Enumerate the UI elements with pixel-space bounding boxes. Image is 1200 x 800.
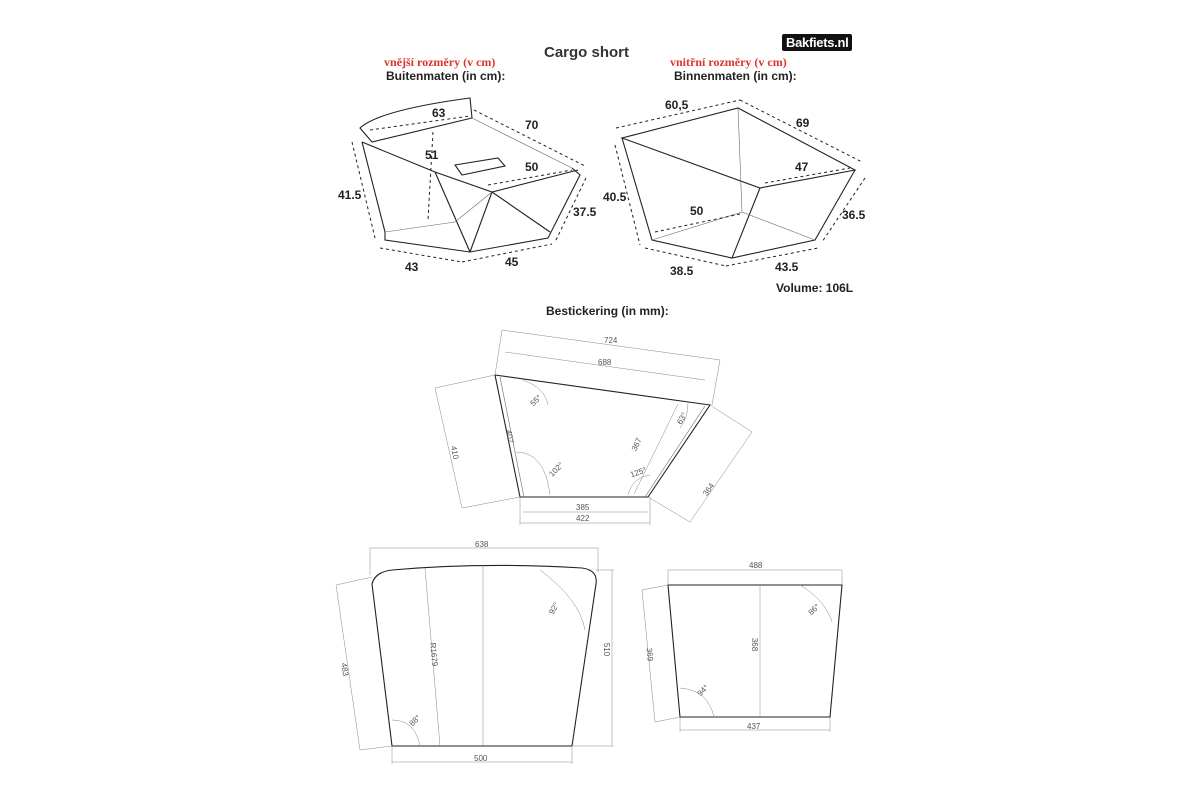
front-dim-368: 368 <box>750 637 760 652</box>
front-panel-drawing <box>641 569 843 732</box>
dim-inner-40-5 <box>614 144 641 246</box>
back-dim-r1679: R1679 <box>428 642 440 667</box>
inner-dim-40-5: 40.5 <box>603 190 627 204</box>
inner-label-nl: Binnenmaten (in cm): <box>674 69 797 83</box>
angle-arc-94 <box>679 687 715 718</box>
dim-724-line <box>494 329 721 406</box>
angle-arc-125 <box>627 474 651 496</box>
side-dim-688: 688 <box>598 358 612 367</box>
side-dim-724: 724 <box>604 336 618 345</box>
dim-inner-36-5 <box>821 177 866 243</box>
dim-outer-63 <box>369 115 471 131</box>
dim-outer-50 <box>487 169 573 186</box>
inner-label-cz: vnitřní rozměry (v cm) <box>670 55 787 69</box>
inner-box-drawing <box>614 99 866 267</box>
back-panel-radius-line <box>424 567 441 747</box>
inner-dim-69: 69 <box>796 116 810 130</box>
outer-front-edge <box>361 141 581 253</box>
side-dim-385: 385 <box>576 503 590 512</box>
inner-hidden-edge <box>651 107 816 241</box>
outer-dim-51: 51 <box>425 148 439 162</box>
dim-367-line <box>633 403 679 495</box>
inner-dim-47: 47 <box>795 160 809 174</box>
dim-500-line <box>391 746 573 764</box>
dim-510-line <box>572 569 614 747</box>
dim-outer-70 <box>473 109 586 167</box>
dim-688-line <box>504 351 706 381</box>
outer-dim-50: 50 <box>525 160 539 174</box>
dim-638-line <box>369 547 599 575</box>
angle-arc-88 <box>391 719 421 747</box>
angle-arc-102 <box>515 451 551 496</box>
outer-label-cz: vnější rozměry (v cm) <box>384 55 496 69</box>
outer-hidden-edge <box>384 117 573 233</box>
outer-dim-63: 63 <box>432 106 446 120</box>
back-dim-510: 510 <box>602 642 612 657</box>
dim-488-line <box>667 569 843 585</box>
dim-inner-43-5 <box>725 247 819 267</box>
dim-outer-43 <box>379 247 463 263</box>
brand-logo: Bakfiets.nl <box>782 34 853 51</box>
side-panel-drawing <box>434 329 753 525</box>
angle-arc-86 <box>799 584 833 623</box>
outer-dim-43: 43 <box>405 260 419 274</box>
dim-inner-50 <box>654 213 741 233</box>
outer-dim-37-5: 37.5 <box>573 205 597 219</box>
side-dim-422: 422 <box>576 514 590 523</box>
angle-arc-63 <box>679 402 689 429</box>
sticker-label: Bestickering (in mm): <box>546 304 669 318</box>
side-panel-outline <box>494 374 711 498</box>
dim-364-line <box>647 404 753 523</box>
angle-arc-55 <box>522 379 549 406</box>
outer-inner-edge <box>469 191 551 253</box>
dim-483-line <box>335 576 393 751</box>
outer-seat <box>454 157 507 176</box>
outer-top-edge <box>359 97 473 143</box>
back-panel-outline <box>371 564 597 747</box>
inner-dim-43-5: 43.5 <box>775 260 799 274</box>
inner-outline <box>621 137 856 259</box>
front-dim-369: 369 <box>644 647 655 662</box>
outer-dim-70: 70 <box>525 118 539 132</box>
outer-dim-45: 45 <box>505 255 519 269</box>
dim-bottom-lines <box>519 497 651 525</box>
inner-dim-60-5: 60,5 <box>665 98 689 112</box>
dim-369-line <box>641 584 681 723</box>
inner-dim-36-5: 36.5 <box>842 208 866 222</box>
outer-rim-edge <box>361 141 579 193</box>
dim-437-line <box>679 717 831 732</box>
inner-dim-38-5: 38.5 <box>670 264 694 278</box>
dim-outer-51 <box>427 131 434 221</box>
page-title: Cargo short <box>544 44 630 61</box>
outer-dim-41-5: 41.5 <box>338 188 362 202</box>
outer-label-nl: Buitenmaten (in cm): <box>386 69 506 83</box>
back-dim-500: 500 <box>474 754 488 763</box>
outer-box-drawing <box>351 97 587 263</box>
dim-inner-47 <box>764 167 851 184</box>
angle-arc-92 <box>539 569 586 631</box>
dim-inner-38-5 <box>644 247 727 267</box>
front-dim-488: 488 <box>749 561 763 570</box>
inner-dim-50: 50 <box>690 204 704 218</box>
dim-inner-69 <box>739 99 863 163</box>
back-dim-483: 483 <box>339 662 351 677</box>
inner-front-edge <box>731 187 761 259</box>
inner-volume: Volume: 106L <box>776 281 854 295</box>
dim-410-line <box>434 374 521 509</box>
outer-side-edge <box>434 171 471 253</box>
back-dim-638: 638 <box>475 540 489 549</box>
front-dim-437: 437 <box>747 722 761 731</box>
dim-outer-41-5 <box>351 141 376 239</box>
side-panel-inner-line <box>499 376 706 498</box>
back-panel-drawing <box>335 547 614 764</box>
